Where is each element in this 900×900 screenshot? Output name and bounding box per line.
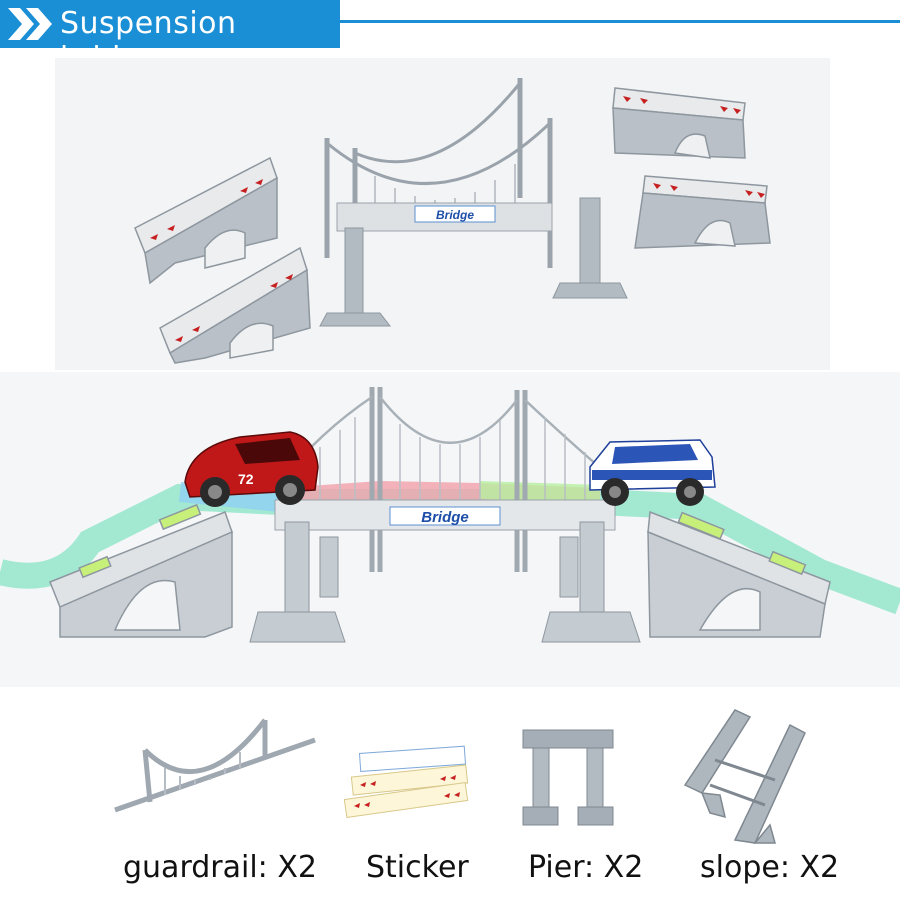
- assembled-bridge-photo: Bridge 72: [0, 372, 900, 687]
- guardrail-part: [114, 718, 316, 813]
- slope-piece: [159, 246, 311, 364]
- blue-suv-car: [589, 439, 716, 506]
- bridge-piers: [249, 521, 641, 643]
- bridge-assembly: [324, 78, 553, 268]
- header-banner: Suspension bridge: [0, 0, 900, 76]
- bridge-sticker-label: Bridge: [421, 509, 469, 526]
- bridge-sticker: [389, 506, 501, 526]
- bridge-hangers: [299, 417, 586, 502]
- slope-piece: [634, 175, 771, 249]
- header-title-bar: Suspension bridge: [0, 0, 340, 76]
- caption-pier: Pier: X2: [528, 850, 644, 885]
- caption-guardrail: guardrail: X2: [123, 850, 317, 885]
- bridge-deck: [336, 202, 553, 232]
- parts-layout-photo: Bridge: [55, 58, 830, 370]
- ramp-right: [647, 510, 831, 638]
- bridge-cables: [279, 395, 606, 483]
- bridge-towers: [369, 387, 528, 572]
- car-number: 72: [238, 471, 254, 487]
- pier-part: [522, 729, 614, 826]
- double-chevron-icon: [8, 8, 52, 40]
- bridge-sticker-label: Bridge: [436, 208, 474, 222]
- caption-slope: slope: X2: [700, 850, 840, 885]
- slope-piece: [134, 156, 278, 285]
- ramp-left: [49, 503, 233, 638]
- header-rule: [340, 20, 900, 23]
- slope-piece: [612, 87, 746, 159]
- red-race-car: 72: [184, 431, 319, 507]
- caption-sticker: Sticker: [366, 850, 469, 885]
- sticker-part: [343, 745, 469, 818]
- pier-piece: [319, 197, 628, 327]
- bridge-sticker: [414, 205, 496, 223]
- slope-part: [683, 709, 806, 844]
